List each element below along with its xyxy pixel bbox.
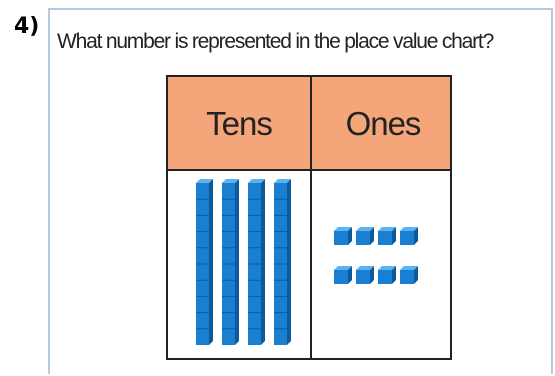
one-cube [378,266,396,284]
one-cube [334,227,352,245]
question-number: 4) [14,14,40,39]
tens-column-header: Tens [206,105,273,142]
tens-blocks [196,179,291,345]
place-value-chart: Tens Ones [166,75,452,360]
question-text: What number is represented in the place … [57,30,494,53]
tens-cell [168,171,310,358]
column-divider [310,77,312,358]
one-cube [356,266,374,284]
ones-column-header: Ones [345,105,422,142]
one-cube [378,227,396,245]
one-cube [400,227,418,245]
question-frame [48,8,553,374]
ten-rod [196,179,213,345]
ones-blocks [334,227,418,284]
one-cube [334,266,352,284]
ten-rod [248,179,265,345]
place-value-header-row [168,77,450,171]
ones-cell [312,171,450,358]
one-cube [400,266,418,284]
ten-rod [222,179,239,345]
one-cube [356,227,374,245]
ten-rod [274,179,291,345]
